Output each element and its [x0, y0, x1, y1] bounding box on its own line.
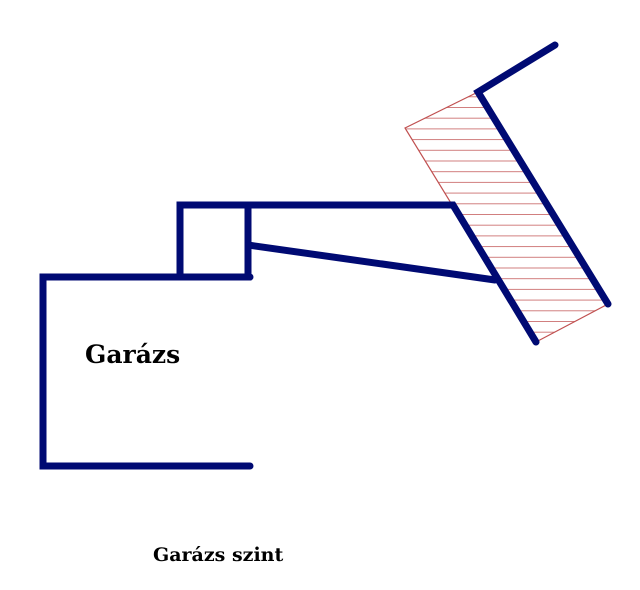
small-square-room: [176, 201, 252, 281]
upper-wall: [244, 201, 540, 346]
room-label-garage: Garázs: [85, 340, 181, 369]
diagonal-wall: [244, 241, 499, 284]
hatched-area: [404, 91, 609, 343]
garage-wall: [39, 273, 254, 470]
outer-wall: [473, 41, 612, 308]
diagram-caption: Garázs szint: [153, 544, 284, 566]
